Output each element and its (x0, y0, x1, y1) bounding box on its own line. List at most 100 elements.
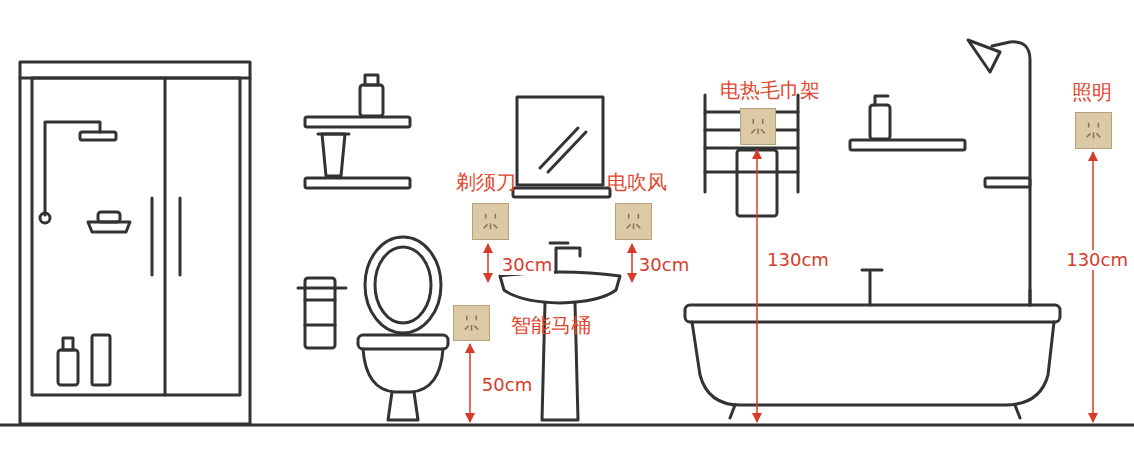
socket-hole (753, 119, 755, 124)
bathroom-illustration (0, 40, 1134, 425)
mirror (513, 188, 610, 197)
wall-shelf (850, 96, 965, 150)
shower-enclosure (58, 350, 78, 385)
shower-enclosure (40, 213, 50, 223)
shower-enclosure (32, 78, 240, 395)
shower-enclosure (80, 132, 116, 140)
shower-enclosure (63, 338, 73, 350)
socket-hole (475, 315, 477, 320)
wall-shelf (322, 134, 345, 176)
dimension-label: 130cm (765, 250, 831, 270)
dimension-line (631, 244, 633, 282)
socket-hole (474, 326, 478, 330)
dimension-line (487, 244, 489, 282)
socket-hole (628, 214, 630, 219)
dimension-label: 50cm (480, 375, 534, 395)
wall-socket: 智能马桶 (453, 305, 490, 341)
shower-pole (968, 40, 1030, 305)
socket-label: 电热毛巾架 (720, 78, 820, 102)
socket-hole (485, 214, 487, 219)
socket-hole (1093, 132, 1095, 138)
socket-face (454, 306, 489, 340)
toilet (375, 247, 431, 323)
toilet (358, 237, 448, 420)
shower-pole (992, 42, 1030, 305)
toilet (388, 392, 418, 420)
shower-enclosure (98, 212, 120, 222)
socket-hole (761, 129, 765, 133)
bathtub (685, 305, 1060, 322)
towel-holder (305, 324, 335, 327)
socket-face (1076, 113, 1111, 148)
socket-hole (638, 214, 640, 219)
wall-shelf (875, 96, 888, 105)
dimension-line (1092, 152, 1094, 422)
dimension-label: 130cm (1064, 250, 1130, 270)
socket-hole (1087, 133, 1091, 137)
socket-hole (490, 223, 492, 229)
socket-label: 智能马桶 (511, 313, 591, 337)
toilet (358, 335, 448, 349)
towel-rack (797, 95, 800, 192)
shower-enclosure (179, 198, 182, 275)
socket-holes (1087, 123, 1101, 139)
socket-hole (471, 325, 473, 331)
mirror (548, 132, 586, 172)
sink (550, 242, 568, 245)
socket-holes (751, 119, 764, 134)
towel-holder (298, 278, 346, 348)
wall-shelf (365, 75, 378, 85)
toilet (365, 237, 441, 333)
wall-shelf (870, 105, 890, 139)
wall-shelf (360, 85, 383, 116)
socket-label: 照明 (1072, 80, 1112, 104)
towel-holder (305, 299, 335, 302)
socket-hole (636, 224, 640, 228)
wall-shelf (305, 178, 410, 188)
shower-enclosure (45, 122, 100, 215)
bathtub (862, 270, 882, 305)
socket-hole (627, 224, 631, 228)
toilet (363, 349, 443, 392)
socket-holes (465, 315, 478, 330)
socket-face (741, 109, 775, 144)
towel-rack (705, 171, 798, 174)
socket-hole (1098, 123, 1100, 128)
wall-socket: 电热毛巾架 (740, 108, 776, 145)
socket-face (473, 204, 508, 239)
wall-shelf (850, 140, 965, 150)
socket-hole (466, 315, 468, 320)
dimension-label: 30cm (500, 255, 554, 275)
mirror (513, 97, 610, 197)
wall-socket: 剃须刀 (472, 203, 509, 240)
wall-shelf (318, 133, 349, 136)
socket-holes (627, 214, 641, 230)
sink (556, 248, 580, 272)
wall-socket: 照明 (1075, 112, 1112, 149)
socket-hole (633, 223, 635, 229)
socket-face (616, 204, 651, 239)
mirror (517, 97, 603, 185)
socket-hole (762, 119, 764, 124)
shower-enclosure (151, 198, 154, 275)
shower-enclosure (92, 335, 110, 385)
socket-hole (751, 129, 755, 133)
socket-hole (1096, 133, 1100, 137)
bathtub (685, 270, 1060, 418)
socket-hole (465, 326, 469, 330)
dimension-line (756, 150, 758, 422)
bathtub (692, 322, 1054, 405)
wall-socket: 电吹风 (615, 203, 652, 240)
shower-pole (985, 178, 1030, 187)
shower-enclosure (20, 62, 250, 424)
dimension-label: 30cm (637, 255, 691, 275)
towel-rack (704, 95, 707, 192)
socket-label: 电吹风 (607, 170, 667, 194)
wall-shelf (305, 75, 410, 188)
wall-shelf (305, 117, 410, 127)
dimension-line (470, 150, 1093, 422)
socket-label: 剃须刀 (456, 170, 516, 194)
socket-hole (495, 214, 497, 219)
socket-hole (484, 224, 488, 228)
